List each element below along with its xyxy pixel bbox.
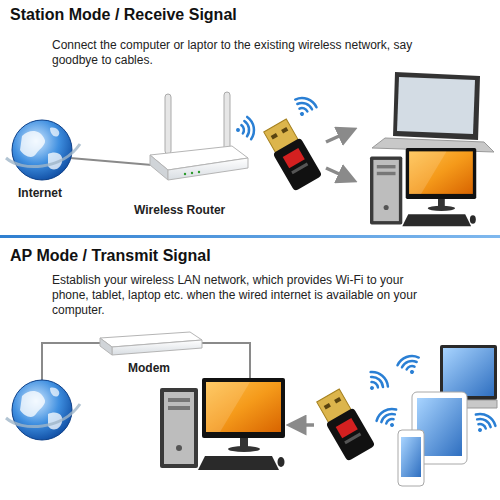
- cable-line: [42, 343, 100, 380]
- cable-line: [70, 158, 152, 165]
- modem: [100, 332, 202, 355]
- section-heading: AP Mode / Transmit Signal: [10, 247, 211, 265]
- description-text: Connect the computer or laptor to the ex…: [52, 38, 452, 68]
- wifi-signal: [396, 353, 423, 378]
- device-caption: Wireless Router: [134, 203, 225, 217]
- direction-arrow: [326, 168, 348, 178]
- desktop-computer: [370, 148, 476, 226]
- device-caption: Internet: [18, 186, 62, 200]
- internet-globe: [6, 380, 80, 440]
- wireless-router: [150, 92, 248, 180]
- wifi-signal: [234, 116, 256, 141]
- desktop-computer: [160, 378, 285, 470]
- cable-line: [200, 343, 250, 382]
- laptop: [372, 72, 494, 152]
- usb-adapter: [314, 388, 375, 462]
- direction-arrow: [326, 132, 348, 142]
- internet-globe: [6, 120, 80, 180]
- direction-arrow: [296, 423, 314, 427]
- wifi-signal: [374, 406, 403, 433]
- wifi-signal: [362, 369, 391, 397]
- usb-adapter: [261, 118, 322, 192]
- section-heading: Station Mode / Receive Signal: [10, 6, 237, 24]
- phone: [398, 430, 424, 486]
- wifi-signal: [469, 411, 498, 438]
- device-caption: Modem: [128, 361, 170, 375]
- section-divider: [0, 235, 500, 238]
- description-text: Establish your wireless LAN network, whi…: [52, 273, 437, 318]
- wifi-signal: [291, 95, 318, 120]
